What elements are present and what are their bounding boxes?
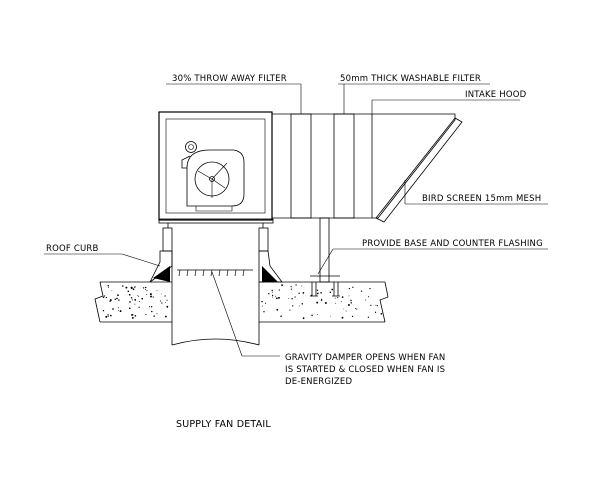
label-damper-line2: IS STARTED & CLOSED WHEN FAN IS	[285, 365, 445, 375]
label-roof-curb: ROOF CURB	[46, 244, 99, 254]
label-damper-line1: GRAVITY DAMPER OPENS WHEN FAN	[285, 353, 445, 363]
intake-hood	[372, 113, 463, 223]
label-throwaway-filter: 30% THROW AWAY FILTER	[172, 74, 287, 84]
fan-housing	[158, 111, 273, 221]
roof-curb-left	[149, 223, 173, 283]
leader-lines	[44, 83, 548, 357]
label-washable-filter: 50mm THICK WASHABLE FILTER	[340, 74, 481, 84]
throwaway-filter	[290, 113, 312, 219]
label-damper-line3: DE-ENERGIZED	[285, 377, 352, 387]
support-leg	[310, 217, 340, 297]
supply-duct	[171, 282, 260, 346]
motor-icon	[185, 141, 197, 153]
bird-screen	[375, 117, 463, 223]
drawing-title: SUPPLY FAN DETAIL	[176, 419, 271, 430]
washable-filter	[333, 113, 355, 219]
filter-section	[272, 113, 373, 219]
label-bird-screen: BIRD SCREEN 15mm MESH	[422, 194, 541, 204]
label-intake-hood: INTAKE HOOD	[465, 90, 527, 100]
roof-slab	[94, 281, 389, 323]
blower-fan	[181, 141, 245, 212]
label-base-flashing: PROVIDE BASE AND COUNTER FLASHING	[362, 239, 543, 249]
roof-curb-right	[258, 223, 283, 283]
unit-base-plate	[158, 218, 274, 224]
gravity-damper	[177, 269, 253, 277]
